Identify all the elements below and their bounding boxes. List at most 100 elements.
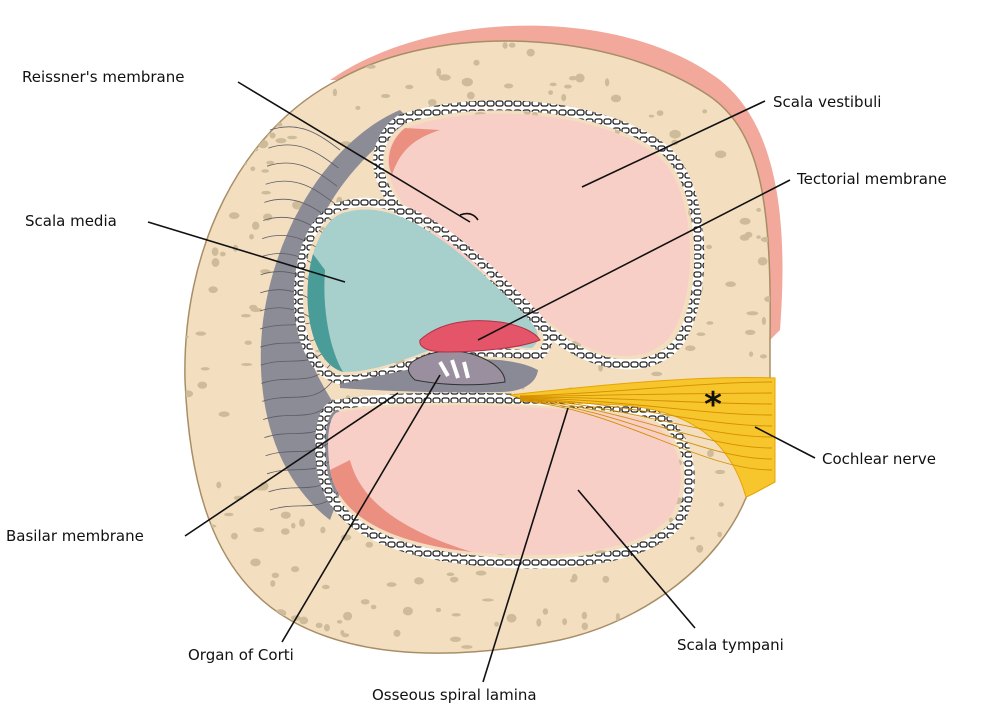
bone-pore <box>245 341 252 345</box>
bone-pore <box>669 130 680 139</box>
bone-pore <box>562 618 567 625</box>
bone-pore <box>278 27 289 36</box>
bone-pore <box>690 537 695 540</box>
bone-pore <box>476 571 487 576</box>
bone-pore <box>208 286 217 293</box>
bone-pore <box>316 623 323 628</box>
bone-pore <box>575 74 584 83</box>
bone-pore <box>719 502 724 506</box>
bone-pore <box>706 321 713 325</box>
bone-pore <box>181 335 189 338</box>
bone-pore <box>236 633 247 639</box>
bone-pore <box>740 234 750 240</box>
bone-pore <box>616 613 620 621</box>
bone-pore <box>439 74 451 80</box>
bone-pore <box>702 109 707 113</box>
bone-pore <box>342 633 350 637</box>
bone-pore <box>732 29 739 34</box>
bone-pore <box>762 317 766 325</box>
bone-pore <box>730 66 734 73</box>
bone-pore <box>473 60 479 66</box>
bone-pore <box>190 182 195 187</box>
bone-pore <box>746 311 758 315</box>
bone-pore <box>195 124 205 131</box>
bone-pore <box>760 30 765 37</box>
bone-pore <box>300 74 311 81</box>
bone-pore <box>219 411 230 417</box>
bone-pore <box>276 138 287 143</box>
bone-pore <box>507 614 517 623</box>
bone-pore <box>428 99 437 106</box>
bone-pore <box>371 605 377 610</box>
bone-pore <box>291 566 299 572</box>
bone-pore <box>543 608 548 615</box>
bone-pore <box>192 147 200 151</box>
bone-pore <box>378 44 382 51</box>
bone-pore <box>740 218 751 225</box>
label-reissners-membrane: Reissner's membrane <box>22 68 184 86</box>
bone-pore <box>461 645 472 649</box>
bone-pore <box>760 354 767 358</box>
bone-pore <box>649 115 654 118</box>
bone-pore <box>450 637 461 642</box>
bone-pore <box>482 599 494 602</box>
bone-pore <box>324 624 330 631</box>
bone-pore <box>355 106 360 110</box>
bone-pore <box>228 583 233 586</box>
bone-pore <box>231 533 238 540</box>
bone-pore <box>337 620 342 624</box>
bone-pore <box>183 390 193 397</box>
bone-pore <box>706 245 712 249</box>
bone-pore <box>715 151 726 159</box>
bone-pore <box>253 527 264 532</box>
bone-pore <box>345 56 355 62</box>
bone-pore <box>270 580 275 587</box>
bone-pore <box>282 52 287 55</box>
bone-pore <box>192 224 201 227</box>
bone-pore <box>494 622 499 627</box>
bone-pore <box>685 345 695 351</box>
bone-pore <box>754 81 765 84</box>
bone-pore <box>717 575 725 581</box>
bone-pore <box>201 367 210 370</box>
bone-pore <box>745 330 755 335</box>
label-basilar-membrane: Basilar membrane <box>6 527 144 545</box>
bone-pore <box>462 78 473 87</box>
label-scala-vestibuli: Scala vestibuli <box>773 93 881 111</box>
bone-pore <box>254 607 264 616</box>
bone-pore <box>231 118 236 123</box>
bone-pore <box>357 658 361 661</box>
bone-pore <box>361 599 370 604</box>
bone-pore <box>403 607 413 616</box>
bone-pore <box>651 372 662 376</box>
bone-pore <box>198 382 208 389</box>
bone-pore <box>549 652 560 657</box>
bone-pore <box>743 504 748 509</box>
bone-pore <box>717 532 722 538</box>
bone-pore <box>450 577 459 583</box>
bone-pore <box>755 564 759 572</box>
bone-pore <box>216 482 221 489</box>
bone-pore <box>220 64 227 70</box>
label-tectorial-membrane: Tectorial membrane <box>796 170 947 188</box>
bone-pore <box>259 34 269 42</box>
bone-pore <box>561 94 566 101</box>
bone-pore <box>252 222 259 230</box>
bone-pore <box>740 589 749 598</box>
bone-pore <box>756 235 760 238</box>
bone-pore <box>703 58 712 62</box>
bone-pore <box>509 43 516 48</box>
bone-pore <box>503 42 508 49</box>
bone-pore <box>536 619 541 627</box>
bone-pore <box>436 608 441 612</box>
bone-pore <box>196 550 202 558</box>
bone-pore <box>224 128 229 135</box>
bone-pore <box>187 151 191 154</box>
bone-pore <box>684 45 688 54</box>
bone-pore <box>195 244 204 249</box>
bone-pore <box>287 136 297 139</box>
bone-pore <box>194 241 199 247</box>
bone-pore <box>766 46 776 52</box>
bone-pore <box>196 332 207 336</box>
bone-pore <box>602 576 609 583</box>
